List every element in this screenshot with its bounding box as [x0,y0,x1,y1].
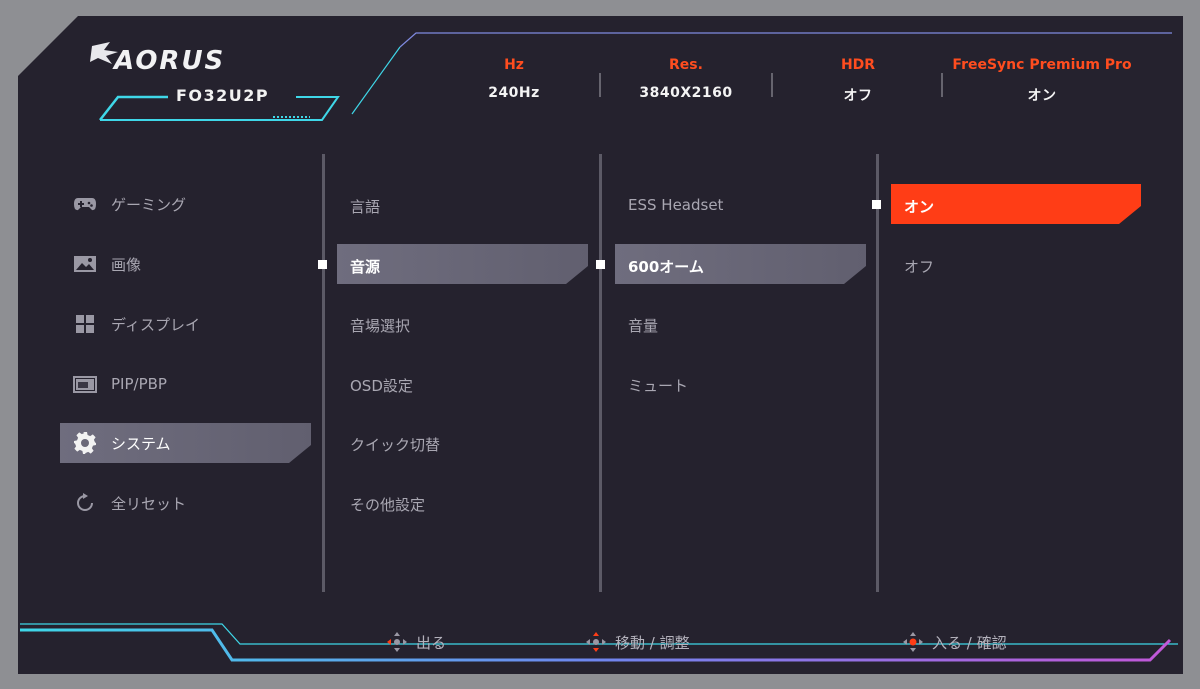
footer-enter-confirm[interactable]: 入る / 確認 [902,631,1007,653]
main-menu-label: システム [111,434,171,453]
status-hz-label: Hz [504,57,524,73]
status-hz-value: 240Hz [488,85,540,101]
status-resolution: Res. 3840X2160 [616,57,756,101]
status-hdr-value: オフ [843,88,873,104]
footer-move-adjust[interactable]: 移動 / 調整 [585,631,690,653]
submenu-sound-field[interactable]: 音場選択 [350,317,411,335]
grid-icon [72,313,98,335]
model-name: FO32U2P [176,86,270,105]
status-divider [771,73,773,97]
option-600-ohm[interactable]: 600オーム [628,258,704,276]
footer-label: 出る [416,633,447,652]
main-menu-label: 全リセット [111,494,187,513]
aorus-logo: AORUS [90,42,225,76]
main-menu-label: ディスプレイ [111,315,200,334]
main-menu-reset[interactable]: 全リセット [72,483,186,523]
picture-icon [72,253,98,275]
status-res-value: 3840X2160 [639,85,733,101]
joystick-press-icon [903,632,923,652]
status-hz: Hz 240Hz [464,57,564,101]
gamepad-icon [72,193,98,215]
reset-icon [72,492,98,514]
status-freesync-value: オン [1027,88,1057,104]
main-menu-picture[interactable]: 画像 [72,244,141,284]
column-divider [876,154,879,592]
main-menu-gaming[interactable]: ゲーミング [72,184,186,224]
status-divider [599,73,601,97]
main-menu-selection-highlight [60,423,311,463]
value-selection-marker [872,200,881,209]
option-ess-headset[interactable]: ESS Headset [628,196,724,214]
submenu-quick-switch[interactable]: クイック切替 [350,436,441,454]
status-hdr-label: HDR [840,57,876,73]
value-on[interactable]: オン [904,198,935,216]
value-selection-highlight [891,184,1141,224]
footer-exit[interactable]: 出る [386,631,446,653]
submenu-osd-settings[interactable]: OSD設定 [350,377,413,395]
status-freesync-label: FreeSync Premium Pro [952,57,1132,73]
submenu-audio-source[interactable]: 音源 [350,258,381,276]
column-divider [599,154,602,592]
status-hdr: HDR オフ [808,57,908,105]
option-selection-highlight [615,244,866,284]
submenu-selection-highlight [337,244,588,284]
main-menu-label: ゲーミング [111,195,187,214]
pip-icon [72,373,98,395]
joystick-left-icon [387,632,407,652]
column-divider [322,154,325,592]
joystick-move-icon [586,632,606,652]
status-divider [941,73,943,97]
status-res-label: Res. [669,57,703,73]
submenu-language[interactable]: 言語 [350,198,381,216]
option-mute[interactable]: ミュート [628,377,689,395]
gear-icon [72,432,98,454]
option-volume[interactable]: 音量 [628,317,659,335]
footer-label: 入る / 確認 [932,633,1007,652]
value-off[interactable]: オフ [904,258,935,276]
main-menu-system[interactable]: システム [72,423,171,463]
logo-text: AORUS [112,46,225,76]
main-menu-label: PIP/PBP [111,375,167,393]
submenu-selection-marker [318,260,327,269]
footer-label: 移動 / 調整 [615,633,690,652]
main-menu-display[interactable]: ディスプレイ [72,304,200,344]
main-menu-label: 画像 [111,255,142,274]
status-freesync: FreeSync Premium Pro オン [940,57,1144,105]
main-menu-pip-pbp[interactable]: PIP/PBP [72,364,167,404]
option-selection-marker [596,260,605,269]
submenu-other-settings[interactable]: その他設定 [350,496,426,514]
